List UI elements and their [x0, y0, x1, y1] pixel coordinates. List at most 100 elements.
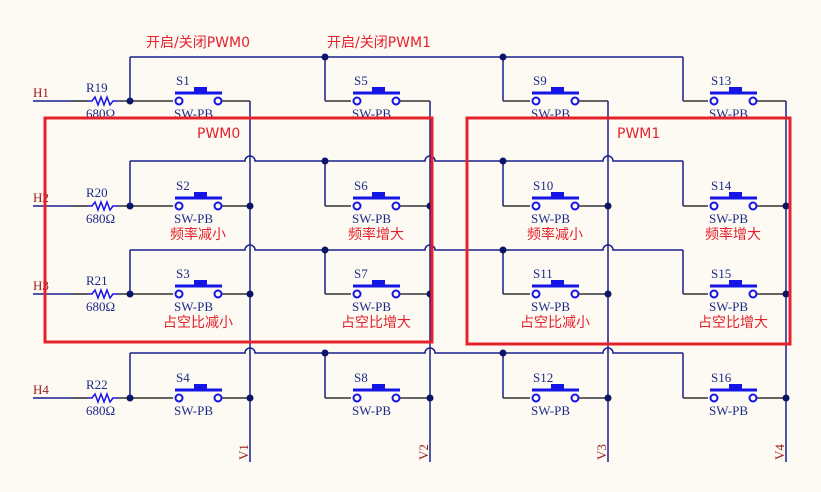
switch-ref: S14 — [711, 178, 732, 193]
switch-ref: S11 — [533, 266, 553, 281]
switch-terminal — [570, 96, 580, 106]
junction-dot — [604, 394, 612, 402]
switch-ref: S4 — [176, 370, 190, 385]
net-label-h3: H3 — [33, 278, 49, 293]
switch-ref: S7 — [354, 266, 368, 281]
group-box-pwm0 — [43, 116, 434, 344]
annotation-toggle-pwm0: 开启/关闭PWM0 — [146, 35, 250, 51]
switch-terminal — [391, 201, 401, 211]
switch-terminal — [570, 289, 580, 299]
switch-terminal — [352, 393, 362, 403]
switch-terminal — [352, 96, 362, 106]
switch-button-cap — [551, 280, 564, 286]
switch-button-cap — [729, 87, 742, 93]
switch-function-label: 频率增大 — [705, 226, 761, 243]
switch-terminal — [352, 289, 362, 299]
net-label-h4: H4 — [33, 382, 49, 397]
switch-type: SW-PB — [709, 211, 748, 226]
resistor-icon — [88, 391, 118, 405]
switch-terminal — [748, 96, 758, 106]
row-4: H4 R22 680Ω — [33, 377, 173, 418]
resistor-value: 680Ω — [86, 211, 115, 226]
junction-dot — [499, 157, 507, 165]
switch-terminal — [709, 393, 719, 403]
resistor-icon — [88, 287, 118, 301]
junction-dot — [604, 290, 612, 298]
junction-dot — [782, 290, 790, 298]
switch-terminal — [213, 201, 223, 211]
column-label: V2 — [416, 444, 431, 460]
group-label-pwm1: PWM1 — [617, 126, 660, 142]
switch-terminal — [352, 201, 362, 211]
switch-terminal — [531, 289, 541, 299]
switch-terminal — [174, 289, 184, 299]
junction-dot — [499, 246, 507, 254]
switch-function-label: 占空比增大 — [698, 315, 768, 331]
junction-dot — [246, 202, 254, 210]
junction-dot — [499, 349, 507, 357]
switch-ref: S16 — [711, 370, 732, 385]
resistor-ref: R22 — [86, 377, 108, 392]
junction-dot — [604, 202, 612, 210]
column-v4: V4 — [772, 101, 787, 462]
switch-function-label: 占空比减小 — [163, 315, 233, 331]
resistor-icon — [88, 94, 118, 108]
junction-dot — [246, 394, 254, 402]
switch-terminal — [391, 393, 401, 403]
switch-terminal — [748, 201, 758, 211]
switch-type: SW-PB — [531, 299, 570, 314]
switch-ref: S8 — [354, 370, 368, 385]
column-label: V3 — [594, 444, 609, 460]
switch-terminal — [748, 289, 758, 299]
switch-button-cap — [194, 87, 207, 93]
switch-button-cap — [194, 384, 207, 390]
switch-ref: S10 — [533, 178, 553, 193]
switch-terminal — [709, 201, 719, 211]
switch-type: SW-PB — [531, 403, 570, 418]
junction-dot — [782, 202, 790, 210]
junction-dot — [321, 157, 329, 165]
switch-type: SW-PB — [709, 299, 748, 314]
junction-dot — [499, 53, 507, 61]
switch-function-label: 占空比减小 — [520, 315, 590, 331]
switch-button-cap — [551, 384, 564, 390]
switch-terminal — [531, 96, 541, 106]
resistor-icon — [88, 199, 118, 213]
column-v3: V3 — [594, 101, 609, 462]
switch-button-cap — [372, 192, 385, 198]
switch-type: SW-PB — [352, 211, 391, 226]
switch-button-cap — [194, 280, 207, 286]
switch-terminal — [748, 393, 758, 403]
resistor-value: 680Ω — [86, 403, 115, 418]
switch-button-cap — [372, 384, 385, 390]
switch-terminal — [570, 393, 580, 403]
group-box-pwm1 — [465, 116, 792, 346]
junction-dot — [246, 290, 254, 298]
switch-terminal — [174, 201, 184, 211]
switch-ref: S9 — [533, 73, 547, 88]
annotation-toggle-pwm1: 开启/关闭PWM1 — [327, 35, 431, 51]
switch-type: SW-PB — [352, 299, 391, 314]
net-label-h1: H1 — [33, 85, 49, 100]
switch-terminal — [570, 201, 580, 211]
switch-button-cap — [551, 192, 564, 198]
junction-dot — [426, 394, 434, 402]
resistor-ref: R21 — [86, 273, 108, 288]
bus-wire — [130, 347, 683, 354]
switch-terminal — [213, 96, 223, 106]
switch-terminal — [391, 96, 401, 106]
switch-ref: S3 — [176, 266, 190, 281]
switch-button-cap — [372, 87, 385, 93]
